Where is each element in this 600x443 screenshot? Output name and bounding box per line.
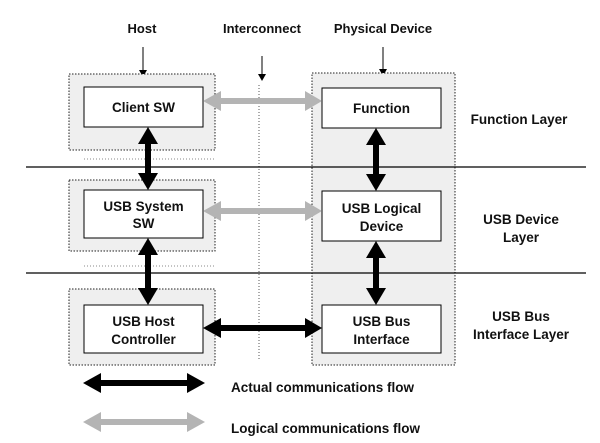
usb-system-sw-label-line2: SW <box>133 216 155 231</box>
actual-flow-arrow-device-lower <box>366 241 386 305</box>
function-label: Function <box>353 101 410 116</box>
header-pointer-host <box>139 47 147 77</box>
actual-flow-arrow-device-upper <box>366 128 386 191</box>
legend-logical-label: Logical communications flow <box>231 421 421 436</box>
legend-actual-arrow <box>83 373 205 393</box>
usb-bus-interface-label-line2: Interface <box>353 332 410 347</box>
layer-label-function: Function Layer <box>471 112 569 127</box>
layer-label-usb-device-line2: Layer <box>503 230 540 245</box>
usb-bus-interface-box <box>321 304 442 354</box>
layer-label-usb-device-line1: USB Device <box>483 212 559 227</box>
actual-flow-arrow-bus-layer <box>203 318 322 338</box>
client-sw-box <box>83 86 204 128</box>
actual-flow-arrow-host-upper <box>138 127 158 190</box>
actual-flow-arrow-host-lower <box>138 238 158 305</box>
usb-bus-interface-label-line1: USB Bus <box>353 314 411 329</box>
layer-label-usb-bus-line2: Interface Layer <box>473 327 570 342</box>
header-interconnect: Interconnect <box>223 21 302 36</box>
usb-system-sw-box <box>83 189 204 239</box>
function-box <box>321 87 442 129</box>
header-host: Host <box>128 21 158 36</box>
legend-actual-label: Actual communications flow <box>231 380 415 395</box>
usb-logical-device-label-line1: USB Logical <box>342 201 422 216</box>
layer-label-usb-bus-line1: USB Bus <box>492 309 550 324</box>
usb-host-controller-label-line2: Controller <box>111 332 176 347</box>
header-physical-device: Physical Device <box>334 21 432 36</box>
legend-logical-arrow <box>83 412 205 432</box>
usb-host-controller-box <box>83 304 204 354</box>
logical-flow-arrow-function-layer <box>203 91 322 111</box>
usb-system-sw-label-line1: USB System <box>103 199 183 214</box>
usb-logical-device-box <box>321 190 442 242</box>
header-pointer-interconnect <box>258 56 266 81</box>
logical-flow-arrow-device-layer <box>203 201 322 221</box>
usb-logical-device-label-line2: Device <box>360 219 404 234</box>
usb-host-controller-label-line1: USB Host <box>112 314 175 329</box>
client-sw-label: Client SW <box>112 100 175 115</box>
header-pointer-device <box>379 47 387 76</box>
